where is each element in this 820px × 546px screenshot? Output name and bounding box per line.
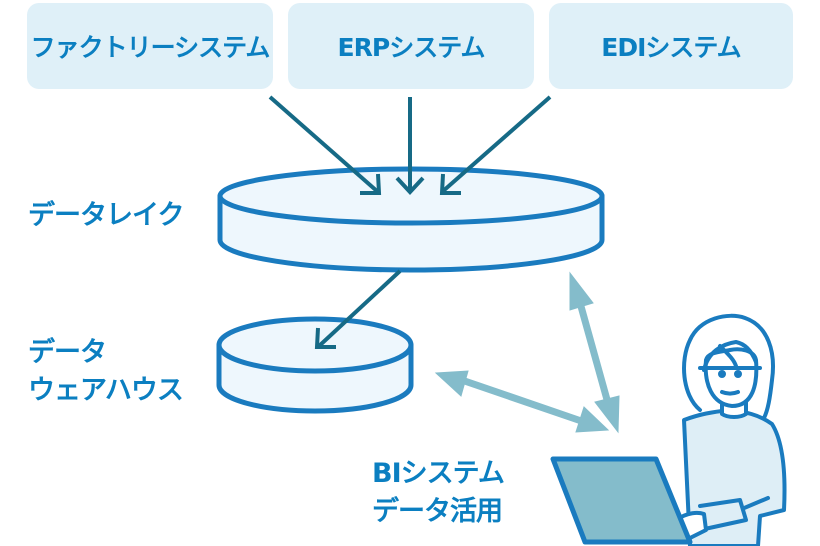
data-lake-label: データレイク xyxy=(28,197,184,235)
data-warehouse-label-line2: ウェアハウス xyxy=(28,375,184,406)
glasses-icon xyxy=(698,366,762,378)
person-illustration xyxy=(674,313,787,546)
bi-system-label-line2: データ活用 xyxy=(372,496,503,527)
arrow-warehouse-bi-bidirectional xyxy=(434,370,610,433)
bi-system-label-line1: BIシステム xyxy=(372,458,505,489)
source-edi-system: EDIシステム xyxy=(549,3,793,89)
data-lake-label-text: データレイク xyxy=(28,200,184,231)
source-erp-system-label: ERPシステム xyxy=(337,33,486,62)
laptop-icon xyxy=(550,456,693,545)
source-factory-system-label: ファクトリーシステム xyxy=(30,33,271,62)
source-factory-system: ファクトリーシステム xyxy=(27,3,273,89)
data-warehouse-cylinder xyxy=(216,316,414,414)
bi-system-label: BIシステム データ活用 xyxy=(372,455,505,531)
arrow-factory-to-lake xyxy=(268,95,382,195)
arrow-erp-to-lake xyxy=(395,97,425,195)
source-edi-system-label: EDIシステム xyxy=(601,33,741,62)
arrow-lake-bi-bidirectional xyxy=(569,271,620,434)
arrow-edi-to-lake xyxy=(439,95,552,195)
data-warehouse-label: データ ウェアハウス xyxy=(28,334,184,410)
data-warehouse-label-line1: データ xyxy=(28,337,107,368)
source-erp-system: ERPシステム xyxy=(288,3,534,89)
arrow-lake-to-warehouse xyxy=(314,269,402,349)
